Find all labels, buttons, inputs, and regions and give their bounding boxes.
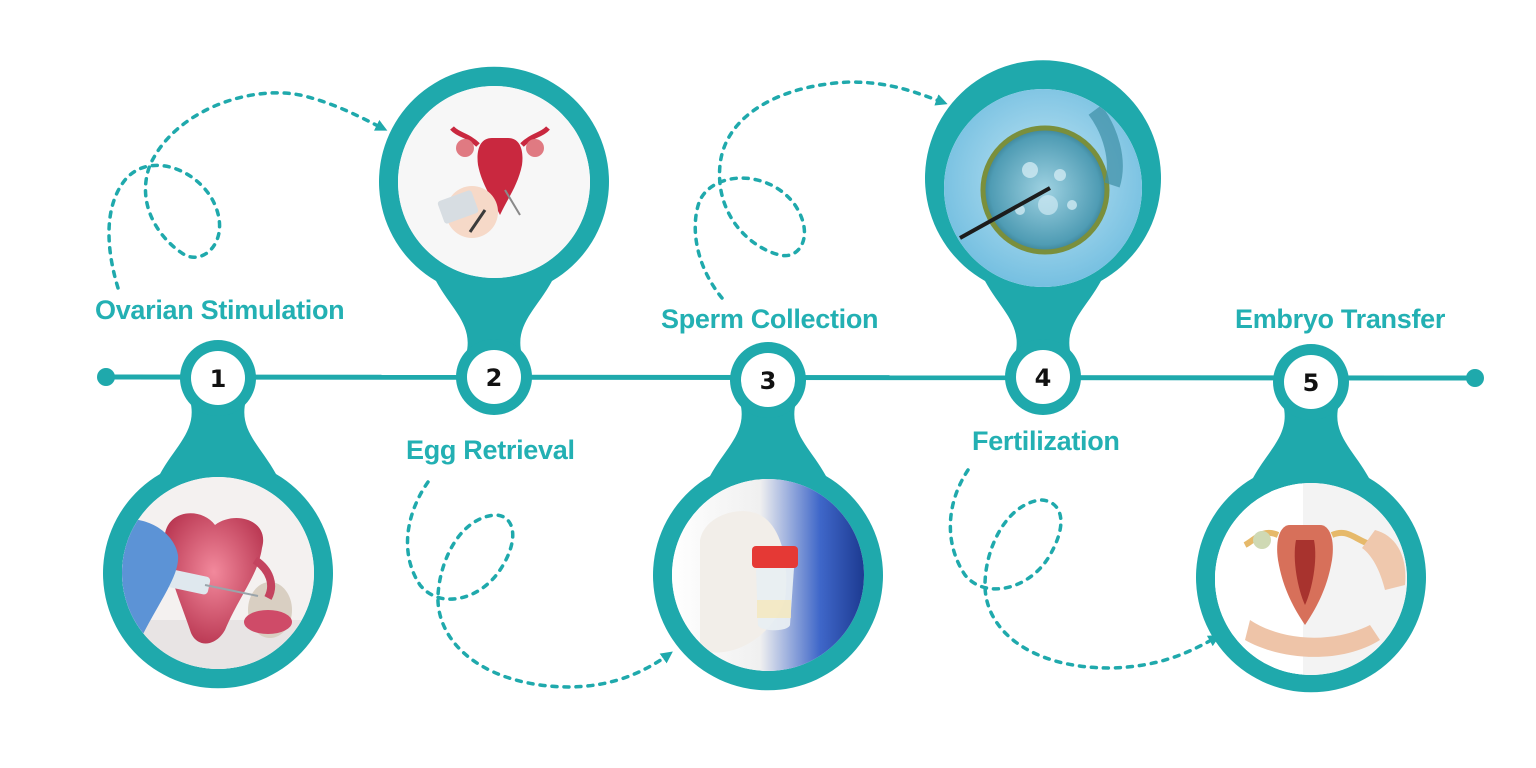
step-4-title: Fertilization <box>972 426 1120 456</box>
step-1-number: 1 <box>210 365 227 393</box>
arrow-1-to-2 <box>107 91 388 290</box>
uterus-model-photo <box>1215 483 1407 675</box>
step-5-title: Embryo Transfer <box>1235 304 1446 334</box>
step-3-number: 3 <box>760 367 777 395</box>
step-5: 5 <box>1196 344 1426 693</box>
step-3-title: Sperm Collection <box>661 304 879 334</box>
arrow-4-to-5 <box>948 468 1221 670</box>
timeline-end-dot <box>1466 369 1484 387</box>
step-1: 1 <box>102 340 333 689</box>
sample-cup-photo <box>672 479 864 671</box>
timeline-start-dot <box>97 368 115 386</box>
step-2-title: Egg Retrieval <box>406 435 575 465</box>
icsi-egg-micrograph <box>944 89 1142 287</box>
step-2-number: 2 <box>486 364 503 392</box>
step-4-number: 4 <box>1035 364 1052 392</box>
uterus-pills-illustration <box>398 86 590 278</box>
step-5-number: 5 <box>1303 369 1320 397</box>
step-4: 4 <box>925 60 1161 415</box>
arrow-3-to-4 <box>693 80 948 300</box>
step-1-title: Ovarian Stimulation <box>95 295 345 325</box>
step-2: 2 <box>379 66 609 415</box>
step-3: 3 <box>653 342 884 691</box>
arrow-2-to-3 <box>405 480 673 689</box>
